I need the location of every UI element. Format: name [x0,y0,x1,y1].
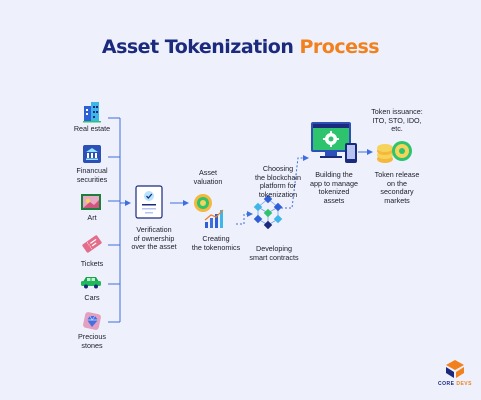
token-stack-icon [377,141,412,163]
building-icon [83,102,101,123]
page-title: Asset Tokenization Process [0,36,481,58]
painting-icon [81,194,101,210]
step-blockchain-label: Choosing the blockchain platform for tok… [255,164,301,199]
asset-label-stones: Precious stones [78,332,106,350]
step-verification-label: Verification of ownership over the asset [131,225,177,252]
asset-label-art: Art [87,213,97,222]
arrow-to-app [281,155,309,209]
bank-icon [83,145,101,163]
asset-label-real-estate: Real estate [73,124,111,133]
coin-icon [194,194,212,212]
logo-text-devs: DEVS [456,381,472,387]
step-release-label: Token release on the secondary markets [374,170,420,205]
coredevs-logo [446,360,464,378]
title-part1: Asset Tokenization [101,36,294,58]
asset-label-tickets: Tickets [80,259,104,268]
coredevs-logo-text: CORE DEVS [433,381,477,387]
step-tokenomics-label: Creating the tokenomics [191,234,241,252]
blockchain-network-icon [253,195,283,229]
step-smart-contracts-label: Developing smart contracts [249,244,299,262]
title-part2: Process [299,36,380,58]
car-icon [81,277,101,289]
app-monitor-icon [311,122,357,163]
step-issuance-label: Token issuance: ITO, STO, IDO, etc. [371,107,423,134]
asset-label-cars: Cars [84,293,100,302]
gemstone-icon [83,312,101,330]
bar-chart-icon [204,209,224,228]
arrow-to-smart-contracts [236,211,253,225]
certificate-icon [135,185,163,219]
logo-text-core: CORE [438,381,455,387]
ticket-icon [82,235,102,253]
step-valuation-label: Asset valuation [193,168,223,186]
asset-label-securities: Financual securities [76,166,108,184]
step-app-label: Building the app to manage tokenized ass… [310,170,358,205]
